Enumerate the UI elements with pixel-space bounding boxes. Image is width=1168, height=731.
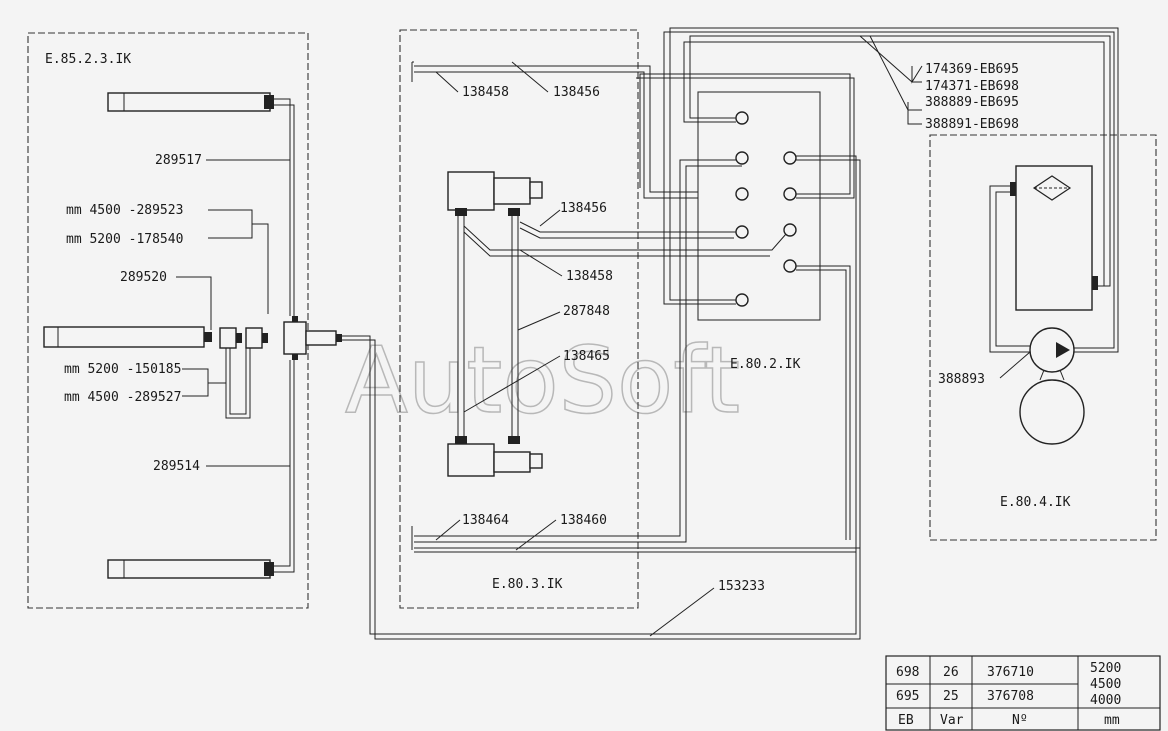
label-289520: 289520 bbox=[120, 270, 167, 285]
pipe-tank-to-pump bbox=[989, 185, 1030, 353]
label-138458-top: 138458 bbox=[462, 85, 509, 100]
label-289527: mm 4500 -289527 bbox=[64, 390, 181, 405]
label-178540: mm 5200 -178540 bbox=[66, 232, 183, 247]
pipe-138458-cross bbox=[463, 225, 787, 257]
zone-middle-box bbox=[399, 29, 639, 609]
actuator-bottom bbox=[447, 436, 543, 477]
cylinder-bottom-left bbox=[107, 559, 274, 579]
variant-table bbox=[885, 655, 1161, 731]
cylinder-top-left bbox=[107, 92, 274, 112]
label-289523: mm 4500 -289523 bbox=[66, 203, 183, 218]
zone-middle-label: E.80.3.IK bbox=[492, 577, 563, 592]
label-138465: 138465 bbox=[563, 349, 610, 364]
table-row2-var: 25 bbox=[943, 689, 959, 704]
pipe-138460-bottom bbox=[414, 155, 861, 553]
zone-valve-label: E.80.2.IK bbox=[730, 357, 801, 372]
label-138456-mid: 138456 bbox=[560, 201, 607, 216]
pipe-287848 bbox=[457, 216, 519, 436]
pipe-153233 bbox=[342, 335, 861, 640]
cylinder-mid-left bbox=[43, 326, 212, 348]
label-388889: 388889-EB695 bbox=[925, 95, 1019, 110]
table-row1-eb: 698 bbox=[896, 665, 919, 680]
table-header-eb: EB bbox=[898, 713, 914, 728]
zone-valve-box bbox=[697, 91, 821, 321]
pipe-valve-194 bbox=[636, 73, 855, 199]
pipe-289517 bbox=[274, 98, 295, 316]
electric-motor bbox=[1019, 379, 1085, 445]
table-header-var: Var bbox=[940, 713, 964, 728]
zone-pump-label: E.80.4.IK bbox=[1000, 495, 1071, 510]
table-row2-eb: 695 bbox=[896, 689, 919, 704]
label-153233: 153233 bbox=[718, 579, 765, 594]
valve-ports bbox=[735, 111, 797, 307]
label-174369: 174369-EB695 bbox=[925, 62, 1019, 77]
zone-pump-box bbox=[929, 134, 1157, 541]
table-row1-var: 26 bbox=[943, 665, 959, 680]
pipe-138464-bottom bbox=[411, 159, 742, 550]
table-mm-2: 4500 bbox=[1090, 677, 1121, 692]
table-mm-3: 4000 bbox=[1090, 693, 1121, 708]
fitting-elbow-b bbox=[245, 327, 268, 349]
table-header-no: Nº bbox=[1012, 713, 1028, 728]
label-138456-top: 138456 bbox=[553, 85, 600, 100]
table-header-mm: mm bbox=[1104, 713, 1120, 728]
table-row2-no: 376708 bbox=[987, 689, 1034, 704]
label-388893: 388893 bbox=[938, 372, 985, 387]
table-row1-no: 376710 bbox=[987, 665, 1034, 680]
label-150185: mm 5200 -150185 bbox=[64, 362, 181, 377]
label-388891: 388891-EB698 bbox=[925, 117, 1019, 132]
watermark: AutoSoft bbox=[345, 327, 740, 434]
tee-fitting bbox=[283, 316, 342, 360]
actuator-top bbox=[447, 171, 543, 216]
pipe-138458-top bbox=[411, 61, 698, 199]
reservoir-tank bbox=[1010, 165, 1098, 311]
label-138458-mid: 138458 bbox=[566, 269, 613, 284]
label-287848: 287848 bbox=[563, 304, 610, 319]
pipe-valve-loop-a bbox=[683, 35, 1111, 287]
zone-left-box bbox=[27, 32, 309, 609]
pipe-loop-150185 bbox=[225, 348, 251, 419]
pipe-valve-266 bbox=[796, 265, 851, 540]
label-138460: 138460 bbox=[560, 513, 607, 528]
label-289517: 289517 bbox=[155, 153, 202, 168]
label-289514: 289514 bbox=[153, 459, 200, 474]
pipe-valve-loop-b bbox=[663, 27, 1119, 353]
zone-left-label: E.85.2.3.IK bbox=[45, 52, 131, 67]
fitting-elbow-a bbox=[219, 327, 242, 349]
table-mm-1: 5200 bbox=[1090, 661, 1121, 676]
label-174371: 174371-EB698 bbox=[925, 79, 1019, 94]
hydraulic-pump bbox=[1029, 327, 1075, 381]
pipe-289514 bbox=[274, 360, 295, 573]
label-138464: 138464 bbox=[462, 513, 509, 528]
pipe-138456-cross bbox=[519, 221, 740, 239]
